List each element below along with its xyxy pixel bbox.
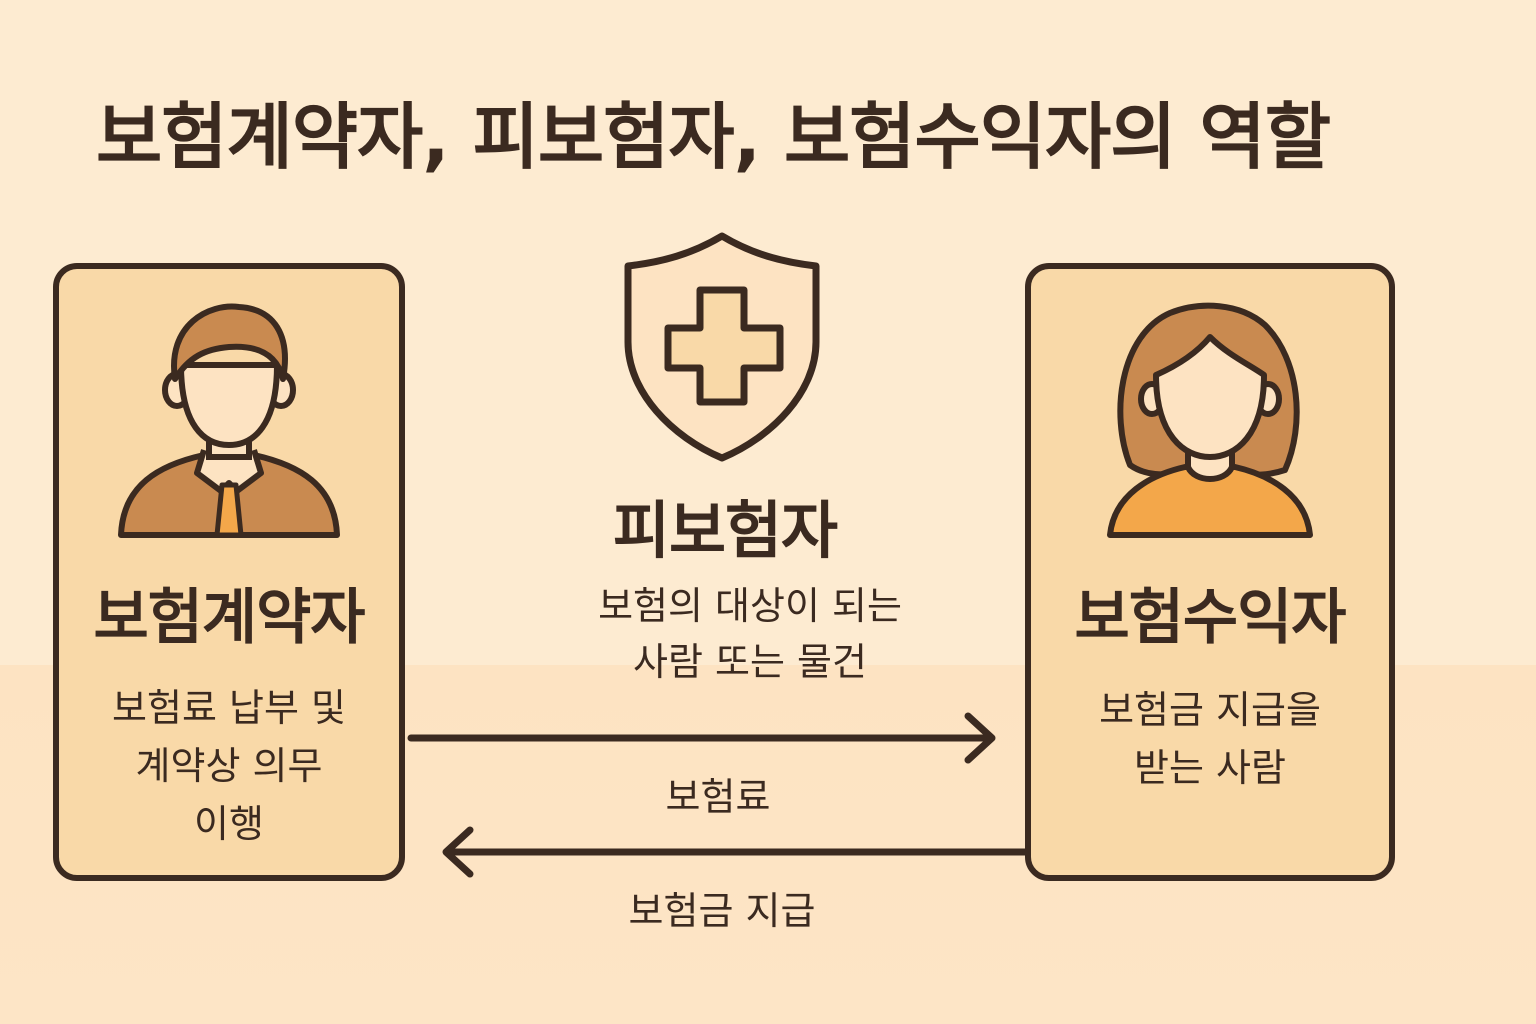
man-with-tie-icon bbox=[118, 303, 340, 538]
woman-icon bbox=[1107, 302, 1313, 538]
beneficiary-description: 보험금 지급을 받는 사람 bbox=[1099, 688, 1321, 790]
payout-label: 보험금 지급 bbox=[628, 889, 816, 933]
insured-description: 보험의 대상이 되는 사람 또는 물건 bbox=[598, 584, 902, 684]
shield-cross-icon bbox=[624, 232, 820, 462]
premium-label: 보험료 bbox=[665, 775, 771, 819]
policyholder-card: 보험계약자 보험료 납부 및 계약상 의무 이행 bbox=[53, 263, 405, 881]
insured-title: 피보험자 bbox=[612, 494, 838, 567]
page-title: 보험계약자, 피보험자, 보험수익자의 역할 bbox=[96, 95, 1331, 179]
policyholder-description: 보험료 납부 및 계약상 의무 이행 bbox=[112, 686, 346, 846]
premium-arrow bbox=[407, 712, 996, 764]
beneficiary-title: 보험수익자 bbox=[1074, 583, 1347, 653]
beneficiary-card: 보험수익자 보험금 지급을 받는 사람 bbox=[1025, 263, 1395, 881]
policyholder-title: 보험계약자 bbox=[93, 583, 366, 653]
payout-arrow bbox=[442, 826, 1029, 878]
